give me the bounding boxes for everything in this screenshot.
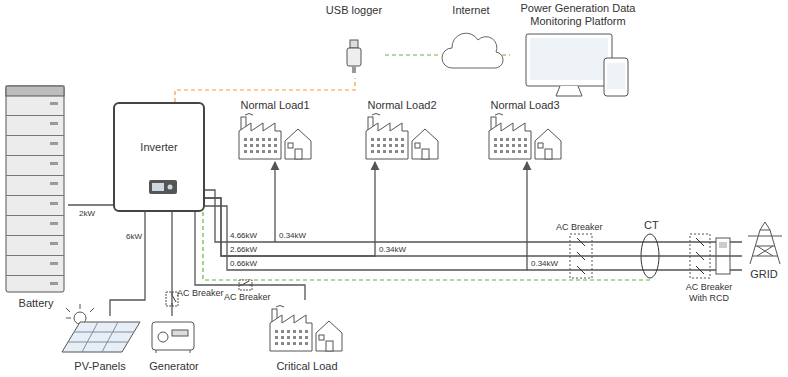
- node-label: Normal Load2: [367, 99, 436, 112]
- power-value: 0.34kW: [279, 231, 306, 241]
- bus-wire: [275, 241, 742, 242]
- phone-icon: [604, 58, 628, 96]
- monitoring-platform: Power Generation Data Monitoring Platfor…: [510, 2, 646, 98]
- load-icon: [239, 114, 311, 160]
- load: Normal Load3: [478, 99, 572, 162]
- power-value: 2kW: [78, 209, 96, 219]
- generator-panel: [172, 330, 188, 336]
- load: Normal Load1: [228, 99, 322, 162]
- node-label: Inverter: [140, 141, 177, 154]
- monitor-stand: [556, 86, 582, 96]
- usb-tail: [352, 66, 356, 73]
- monitor-icon: [526, 34, 628, 96]
- monitor-screen: [530, 38, 608, 80]
- generator-icon: [152, 322, 194, 353]
- breaker-label: AC Breaker With RCD: [676, 282, 742, 304]
- node-label: USB logger: [326, 4, 382, 17]
- node-label: Normal Load3: [490, 99, 559, 112]
- monitor-frame: [526, 34, 612, 86]
- node-label: Internet: [452, 4, 489, 17]
- power-wire: [110, 212, 145, 316]
- pv-panels: PV-Panels: [52, 316, 148, 373]
- panel-grid: [68, 322, 134, 352]
- battery-icon: [6, 86, 64, 292]
- power-wire: [205, 162, 527, 270]
- node-label: Battery: [19, 297, 54, 310]
- panel: [62, 322, 140, 352]
- power-wire: [68, 204, 113, 205]
- meter-window: [719, 242, 727, 248]
- power-value: 4.66kW: [230, 231, 257, 241]
- node-label: Critical Load: [276, 360, 337, 373]
- connector-layer: [68, 55, 742, 316]
- phone-screen: [607, 63, 625, 89]
- display-button: [168, 185, 173, 190]
- battery-modules: [6, 96, 64, 292]
- power-value: 0.34kW: [531, 259, 558, 269]
- load-icon: [366, 114, 438, 160]
- power-value: 6kW: [125, 232, 143, 242]
- display-screen: [152, 183, 164, 191]
- critical-load: Critical Load: [260, 300, 354, 373]
- grid: GRID: [742, 220, 786, 281]
- inverter-box: Inverter: [113, 102, 205, 212]
- data-link: [502, 54, 510, 55]
- power-value: 2.66kW: [230, 245, 257, 255]
- usb-body: [347, 48, 361, 66]
- internet-cloud: Internet: [440, 4, 502, 74]
- power-wire: [205, 162, 375, 256]
- usb-logger: USB logger: [323, 4, 385, 78]
- node-label: Normal Load1: [240, 99, 309, 112]
- battery: Battery: [4, 84, 68, 310]
- node-label: Power Generation Data Monitoring Platfor…: [511, 2, 645, 28]
- power-wire: [205, 162, 275, 242]
- display-frame: [149, 180, 177, 194]
- load-icon: [489, 114, 561, 160]
- pv-panel-icon: [62, 304, 140, 352]
- generator-body: [152, 322, 194, 350]
- breaker-label: AC Breaker: [556, 222, 603, 233]
- usb-logger-icon: [347, 40, 361, 73]
- node-label: GRID: [750, 268, 778, 281]
- load: Normal Load2: [355, 99, 449, 162]
- data-link: [175, 78, 355, 102]
- data-link: [385, 54, 440, 55]
- breaker-label: AC Breaker: [224, 292, 271, 303]
- critical-load-icon: [270, 306, 342, 352]
- battery-stack: [6, 86, 64, 292]
- grid-tower-icon: [748, 222, 782, 264]
- cloud-icon: [442, 33, 503, 68]
- usb-plug: [350, 40, 358, 48]
- node-label: Generator: [149, 360, 199, 373]
- breaker-label: AC Breaker: [177, 288, 224, 299]
- power-value: 0.34kW: [379, 245, 406, 255]
- node-label: PV-Panels: [74, 360, 125, 373]
- power-value: 0.66kW: [230, 259, 257, 269]
- generator-feet: [156, 350, 190, 353]
- power-wire: [205, 198, 742, 256]
- sun-rays: [66, 304, 94, 318]
- inverter-display: [149, 180, 177, 194]
- power-wire: [171, 212, 172, 316]
- generator-dial: [158, 332, 168, 342]
- battery-cap: [6, 86, 64, 96]
- generator: Generator: [146, 316, 202, 373]
- ct-label: CT: [644, 219, 659, 232]
